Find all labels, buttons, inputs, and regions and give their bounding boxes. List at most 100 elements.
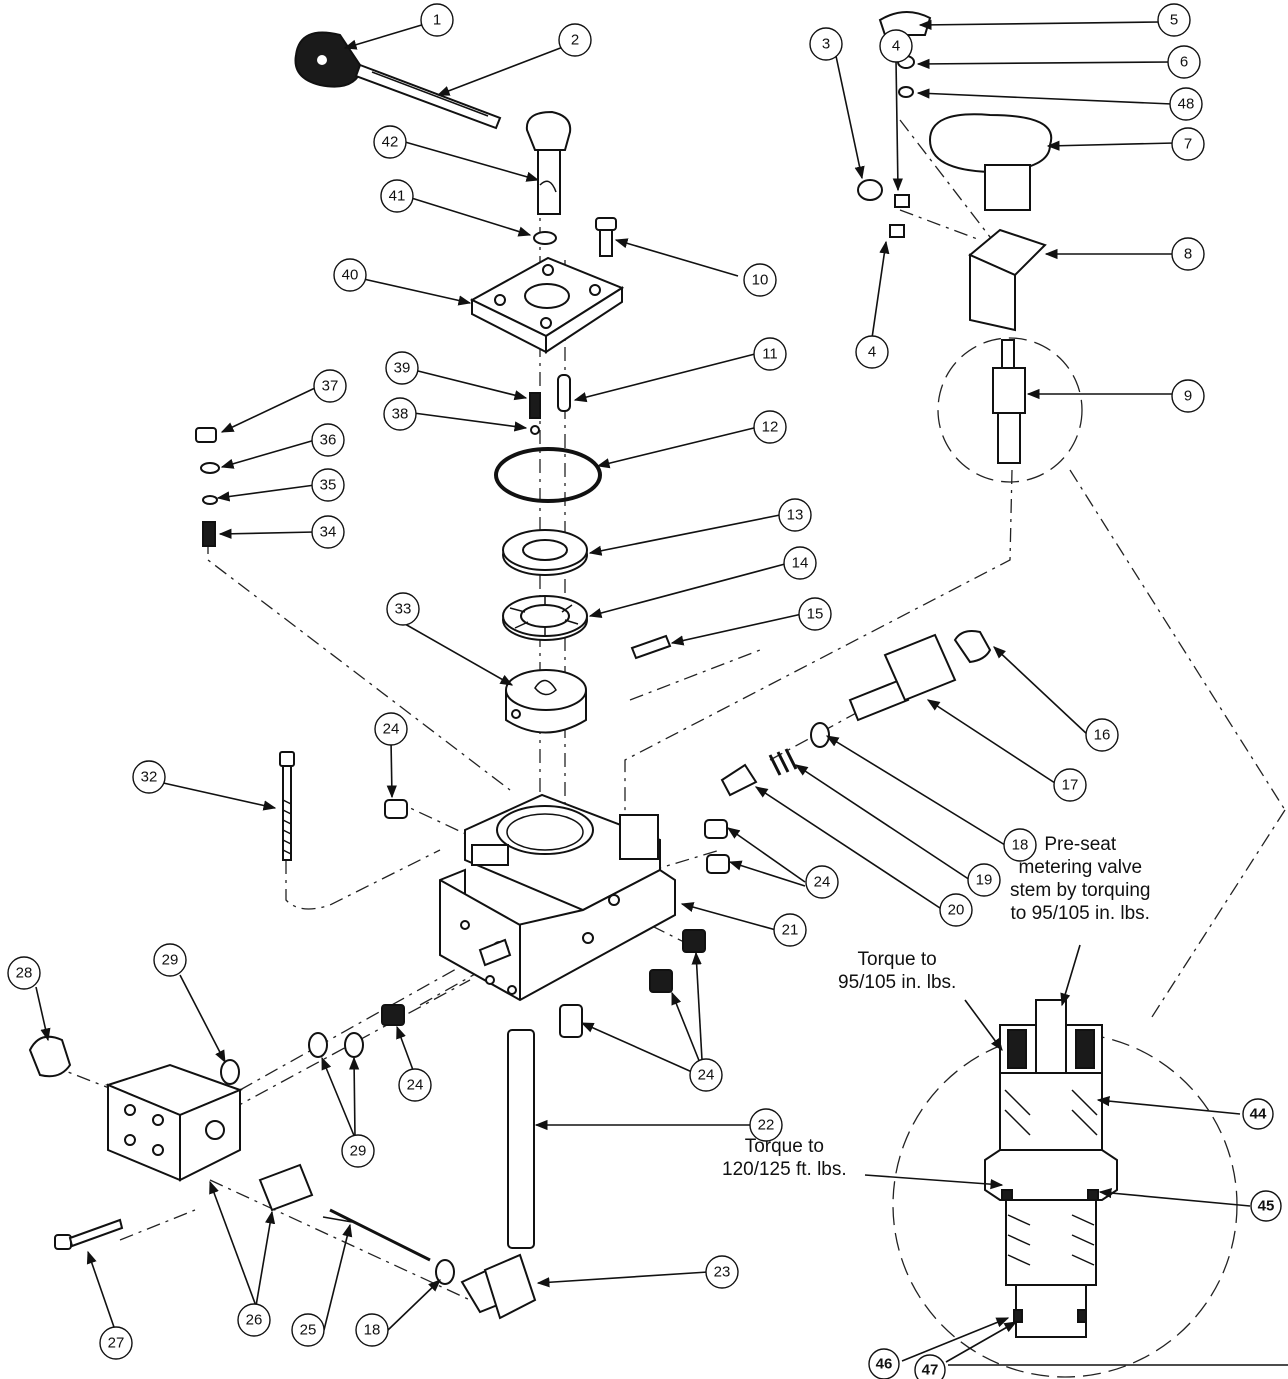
callout-circle [1167,45,1201,79]
part-cover-plate [469,256,625,354]
part-plugs-24 [381,799,730,1038]
note-torque-lower-line-1: Torque to [744,1136,824,1157]
callout-circle [153,943,187,977]
callout-9: 9 [1171,379,1205,413]
callout-circle [291,1313,325,1347]
callout-38: 38 [383,397,417,431]
callout-25: 25 [291,1313,325,1347]
part-handle-rod [354,63,502,130]
callout-circle [1171,379,1205,413]
callout-circle [743,263,777,297]
callout-label: 29 [162,952,179,969]
part-screw-10 [595,217,617,257]
callout-circle [753,410,787,444]
callout-circle [558,23,592,57]
callout-circle [237,1303,271,1337]
callout-32: 32 [132,760,166,794]
part-o-ring-29b [308,1032,328,1058]
callout-label: 8 [1184,246,1192,263]
callout-2: 2 [558,23,592,57]
callout-46: 46 [868,1348,900,1379]
callout-28: 28 [7,956,41,990]
part-block-26 [105,1063,243,1182]
callout-label: 10 [752,272,769,289]
callout-label: 42 [382,134,399,151]
callout-label: 15 [807,606,824,623]
note-preseat-line-3: stem by torquing [1010,880,1151,901]
callout-circle [778,498,812,532]
callout-label: 3 [822,36,830,53]
callout-label: 23 [714,1264,731,1281]
part-o-ring-18b [435,1259,455,1285]
callout-circle [380,179,414,213]
note-preseat-line-1: Pre-seat [1044,834,1117,855]
callout-circle [420,3,454,37]
metering-valve-detail-circle [937,337,1083,483]
callout-label: 33 [395,601,412,618]
callout-circle [132,760,166,794]
callout-label: 25 [300,1322,317,1339]
callout-circle [311,423,345,457]
note-preseat-line-2: metering valve [1018,857,1143,878]
callout-label: 24 [698,1067,715,1084]
callout-10: 10 [743,263,777,297]
callout-label: 11 [762,346,778,363]
callout-label: 18 [1012,837,1029,854]
callout-label: 46 [876,1356,893,1373]
callout-44: 44 [1242,1098,1274,1130]
callout-label: 47 [922,1362,939,1379]
callout-circle [1242,1098,1274,1130]
leader-lines [35,19,1288,1366]
callout-47: 47 [914,1354,946,1379]
part-fitting-37 [195,427,217,443]
part-seat-ring-13 [502,529,588,576]
callout-label: 2 [571,32,579,49]
callout-circle [879,29,913,63]
callout-label: 4 [868,344,876,361]
callout-label: 35 [320,477,337,494]
part-manifold-21 [439,793,676,1002]
part-rotor-33 [505,669,587,734]
part-cap-nut-23 [460,1253,537,1320]
callout-label: 39 [394,360,411,377]
callout-label: 24 [407,1077,424,1094]
note-torque-upper-line-1: Torque to [857,949,937,970]
part-screw-27 [54,1218,124,1250]
callout-label: 4 [892,38,900,55]
callout-label: 14 [792,555,809,572]
callout-circle [313,369,347,403]
callout-40: 40 [333,258,367,292]
part-tube-22 [507,1029,535,1249]
callout-circle [333,258,367,292]
callout-circle [753,337,787,371]
callout-label: 40 [342,267,359,284]
callout-circle [311,515,345,549]
callout-19: 19 [967,863,1001,897]
part-o-ring-29c [344,1032,364,1058]
callout-circle [939,893,973,927]
callout-26: 26 [237,1303,271,1337]
part-valve-body-17 [848,633,957,722]
part-needle-20 [720,763,758,797]
callout-label: 22 [758,1117,775,1134]
callout-42: 42 [373,125,407,159]
callout-23: 23 [705,1255,739,1289]
callout-1: 1 [420,3,454,37]
callout-21: 21 [773,913,807,947]
note-torque-upper: Torque to 95/105 in. lbs. [838,948,956,994]
callout-label: 37 [322,378,339,395]
callout-circle [1085,718,1119,752]
part-metering-valve-9 [992,339,1026,464]
callout-34: 34 [311,515,345,549]
callout-label: 17 [1062,777,1079,794]
callout-label: 1 [433,12,441,29]
callout-label: 18 [364,1322,381,1339]
callout-24: 24 [374,712,408,746]
callout-label: 48 [1178,96,1195,113]
callout-22: 22 [749,1108,783,1142]
callout-label: 7 [1184,136,1192,153]
callout-24: 24 [805,865,839,899]
note-preseat: Pre-seat metering valve stem by torquing… [1010,833,1150,925]
part-o-ring-41 [533,231,557,245]
